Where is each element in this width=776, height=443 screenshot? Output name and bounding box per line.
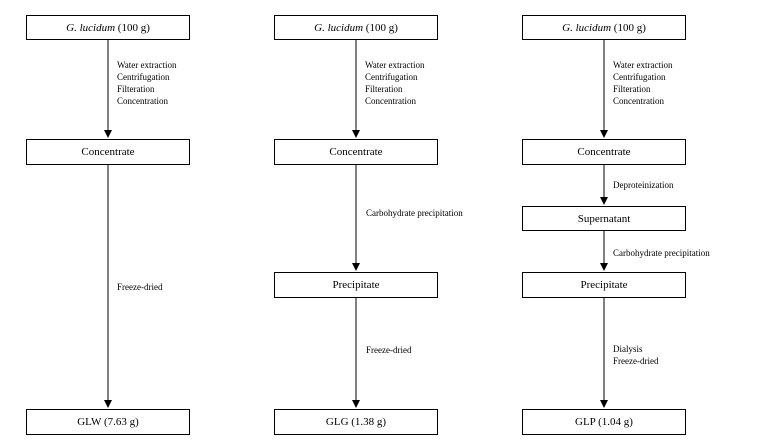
c3-concentrate-label: Concentrate — [577, 146, 631, 158]
c2-concentrate-label: Concentrate — [329, 146, 383, 158]
c3-start-box: G. lucidum (100 g) — [522, 15, 686, 40]
c3-step3-line: Carbohydrate precipitation — [613, 248, 710, 258]
c2-step1-line: Water extraction — [365, 60, 425, 70]
c1-step1-line: Centrifugation — [117, 72, 170, 82]
c3-step1-line: Centrifugation — [613, 72, 666, 82]
c1-step1-line: Filteration — [117, 84, 155, 94]
c1-result-box: GLW (7.63 g) — [26, 409, 190, 435]
c2-step1-line: Filteration — [365, 84, 403, 94]
c1-start-box: G. lucidum (100 g) — [26, 15, 190, 40]
c1-start-amount: (100 g) — [115, 21, 150, 34]
c1-step2-labels: Freeze-dried — [117, 281, 162, 293]
c3-concentrate-box: Concentrate — [522, 139, 686, 165]
c2-step1-labels: Water extraction Centrifugation Filterat… — [365, 59, 425, 107]
c3-precipitate-box: Precipitate — [522, 272, 686, 298]
c3-precipitate-label: Precipitate — [580, 279, 628, 291]
c1-concentrate-label: Concentrate — [81, 146, 135, 158]
c2-step3-labels: Freeze-dried — [366, 344, 411, 356]
c3-result-label: GLP (1.04 g) — [575, 416, 633, 428]
c1-start-species: G. lucidum — [66, 21, 116, 34]
c3-supernatant-box: Supernatant — [522, 206, 686, 231]
c3-step1-line: Water extraction — [613, 60, 673, 70]
c2-step2-labels: Carbohydrate precipitation — [366, 207, 463, 219]
c2-start-amount: (100 g) — [363, 21, 398, 34]
c1-result-label: GLW (7.63 g) — [77, 416, 139, 428]
c3-step4-labels: Dialysis Freeze-dried — [613, 343, 658, 367]
c3-start-amount: (100 g) — [611, 21, 646, 34]
c3-result-box: GLP (1.04 g) — [522, 409, 686, 435]
c2-step1-line: Concentration — [365, 96, 416, 106]
c3-supernatant-label: Supernatant — [577, 212, 631, 225]
c2-step3-line: Freeze-dried — [366, 345, 412, 355]
c2-result-label: GLG (1.38 g) — [325, 416, 387, 428]
c3-step2-labels: Deproteinization — [613, 179, 673, 191]
c3-step1-line: Concentration — [613, 96, 664, 106]
c3-start-species: G. lucidum — [562, 21, 612, 34]
c1-concentrate-box: Concentrate — [26, 139, 190, 165]
c3-step2-line: Deproteinization — [613, 180, 674, 190]
c2-result-box: GLG (1.38 g) — [274, 409, 438, 435]
c3-step3-labels: Carbohydrate precipitation — [613, 247, 710, 259]
c3-step4-line: Freeze-dried — [613, 356, 659, 366]
c3-step4-line: Dialysis — [613, 344, 643, 354]
c3-step1-line: Filteration — [613, 84, 651, 94]
c2-concentrate-box: Concentrate — [274, 139, 438, 165]
c1-step1-line: Concentration — [117, 96, 168, 106]
c2-start-species: G. lucidum — [314, 21, 364, 34]
c1-step2-line: Freeze-dried — [117, 282, 163, 292]
c2-step1-line: Centrifugation — [365, 72, 418, 82]
c1-step1-labels: Water extraction Centrifugation Filterat… — [117, 59, 177, 107]
c2-precipitate-label: Precipitate — [332, 279, 380, 291]
c3-step1-labels: Water extraction Centrifugation Filterat… — [613, 59, 673, 107]
c1-step1-line: Water extraction — [117, 60, 177, 70]
c2-step2-line: Carbohydrate precipitation — [366, 208, 463, 218]
c2-start-box: G. lucidum (100 g) — [274, 15, 438, 40]
c2-precipitate-box: Precipitate — [274, 272, 438, 298]
